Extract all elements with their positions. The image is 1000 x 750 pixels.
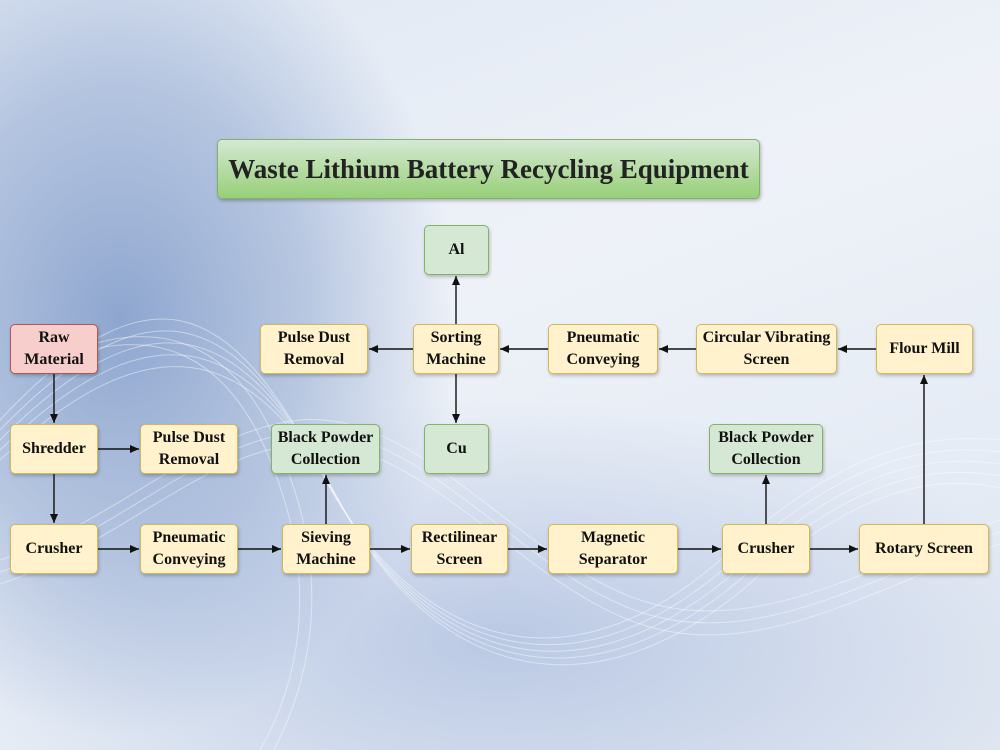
node-raw-material: Raw Material (10, 324, 98, 374)
node-cu: Cu (424, 424, 489, 474)
node-shredder: Shredder (10, 424, 98, 474)
node-crusher-2: Crusher (722, 524, 810, 574)
node-magnetic-separator: Magnetic Separator (548, 524, 678, 574)
node-circular-vibrating-screen: Circular Vibrating Screen (696, 324, 837, 374)
node-pneumatic-conveying-1: Pneumatic Conveying (140, 524, 238, 574)
diagram-title: Waste Lithium Battery Recycling Equipmen… (217, 139, 760, 199)
node-sorting-machine: Sorting Machine (413, 324, 499, 374)
node-crusher-1: Crusher (10, 524, 98, 574)
node-rectilinear-screen: Rectilinear Screen (411, 524, 508, 574)
node-flour-mill: Flour Mill (876, 324, 973, 374)
node-black-powder-collection-1: Black Powder Collection (271, 424, 380, 474)
node-al: Al (424, 225, 489, 275)
node-sieving-machine: Sieving Machine (282, 524, 370, 574)
node-pulse-dust-removal-1: Pulse Dust Removal (140, 424, 238, 474)
node-pulse-dust-removal-2: Pulse Dust Removal (260, 324, 368, 374)
node-rotary-screen: Rotary Screen (859, 524, 989, 574)
node-pneumatic-conveying-2: Pneumatic Conveying (548, 324, 658, 374)
node-black-powder-collection-2: Black Powder Collection (709, 424, 823, 474)
